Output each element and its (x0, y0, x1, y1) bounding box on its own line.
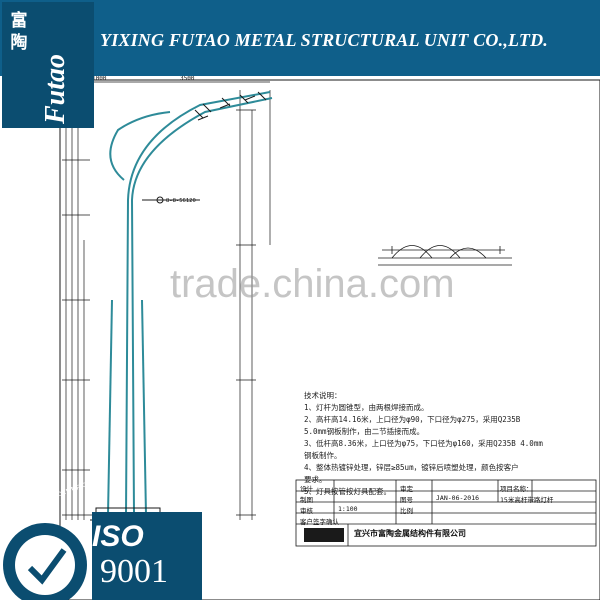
company-logo: 富陶 (2, 2, 94, 128)
notes-line: 5.0mm钢板制作，由二节插接而成。 (304, 427, 425, 436)
tb-client-signature: 客户签字确认 (300, 518, 339, 526)
notes-line: 4、整体热镀锌处理，锌层≥85um，镀锌后喷塑处理，颜色按客户 (304, 463, 519, 472)
logo-wordmark: Futao (40, 53, 71, 124)
header-bar (0, 0, 600, 76)
tb-scale: 比例 (400, 507, 413, 515)
notes-line: 钢板制作。 (304, 451, 342, 460)
watermark: trade.china.com (170, 262, 455, 306)
notes-line: 1、灯杆为圆锥型，由两根焊接而成。 (304, 403, 429, 412)
tb-drawing: 制图 (300, 496, 313, 504)
check-icon (27, 548, 67, 585)
title-block (295, 479, 597, 547)
dimension-top-2: 3500 (180, 75, 195, 82)
notes-line: 3、低杆高8.36米，上口径为φ75，下口径为φ160，采用Q235B 4.0m… (304, 439, 543, 448)
pole-outline (107, 91, 273, 516)
company-name: YIXING FUTAO METAL STRUCTURAL UNIT CO.,L… (100, 30, 548, 50)
certification-seal (3, 523, 87, 600)
tb-drawing-no-label: 图号 (400, 496, 413, 504)
tb-title: 15米高杆带路灯杆 (500, 496, 554, 504)
tb-project: 项目名称： (500, 485, 533, 493)
notes-line: 要求。 (304, 475, 327, 484)
technical-notes: 技术说明： 1、灯杆为圆锥型，由两根焊接而成。 2、高杆高14.16米，上口径为… (304, 390, 594, 498)
tb-scale-value: 1:100 (338, 505, 358, 513)
dimension-top-1: 1000 (92, 75, 107, 82)
tb-company-cn: 宜兴市富陶金属结构件有限公司 (354, 529, 466, 538)
tb-drawing-no: JAN-06-2016 (436, 494, 480, 502)
bracket-label: 8-8-56120 (166, 198, 196, 204)
notes-line: 5、灯具按管按灯具配套。 (304, 487, 392, 496)
notes-line: 2、高杆高14.16米，上口径为φ90，下口径为φ275，采用Q235B (304, 415, 521, 424)
iso-badge (92, 512, 202, 600)
tb-check: 审核 (300, 507, 313, 515)
company-logo-small (304, 528, 344, 542)
lamp-detail (378, 245, 512, 266)
tb-design: 设计 (300, 485, 313, 493)
tb-approve: 审定 (400, 485, 413, 493)
iso-number: 9001 (100, 553, 168, 590)
notes-line: 技术说明： (304, 391, 342, 400)
logo-chinese-text: 富陶 (10, 11, 28, 53)
iso-label: ISO (92, 520, 144, 553)
